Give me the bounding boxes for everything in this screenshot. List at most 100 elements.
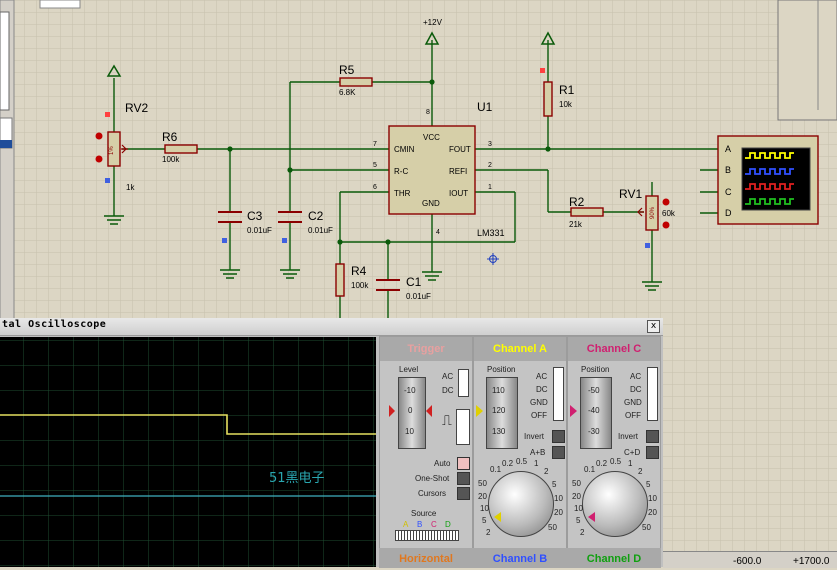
u1-name: U1 — [477, 100, 493, 114]
status-x-coordinate: -600.0 — [733, 556, 762, 567]
channel-c-dial-mark-2: 0.5 — [610, 457, 622, 466]
pin2-number: 2 — [488, 162, 492, 169]
rv2-name: RV2 — [125, 101, 148, 115]
channel-a-dial-mark-3: 1 — [534, 459, 539, 468]
r1-value: 10k — [559, 100, 573, 109]
pin1-number: 1 — [488, 184, 492, 191]
close-button[interactable]: x — [647, 320, 660, 333]
channel-a-combine-button[interactable] — [552, 446, 565, 459]
pin6-number: 6 — [373, 184, 377, 191]
trigger-tick-3: 10 — [405, 427, 414, 436]
r4-value: 100k — [351, 281, 369, 290]
r4-body[interactable] — [335, 263, 345, 297]
status-y-coordinate: +1700.0 — [793, 556, 830, 567]
channel-c-dial-mark-8: 50 — [642, 523, 651, 532]
r1-body[interactable] — [543, 81, 553, 117]
channel-c-volts-dial[interactable] — [582, 471, 648, 537]
channel-a-invert-label: Invert — [524, 432, 545, 441]
r1-name: R1 — [559, 83, 575, 97]
channel-a-position-knob[interactable] — [486, 377, 518, 449]
rv1-body[interactable] — [645, 195, 659, 231]
channel-a-dial-mark-14: 2 — [486, 528, 491, 537]
channel-a-mode-switch[interactable] — [553, 367, 564, 421]
oscilloscope-window: tal Oscilloscope x 51黑电子 Trigger Level -… — [0, 318, 663, 568]
r6-value: 100k — [162, 155, 180, 164]
channel-c-position-arrow-icon — [570, 405, 577, 417]
horizontal-header: Horizontal — [379, 548, 473, 568]
trigger-coupling-switch[interactable] — [458, 369, 469, 397]
channel-c-panel: Channel C Position -50 -40 -30 AC DC GND… — [567, 336, 661, 567]
channel-c-mode-switch[interactable] — [647, 367, 658, 421]
r6-body[interactable] — [164, 144, 198, 154]
rv1-knob-label: 90% — [650, 206, 656, 219]
channel-c-dial-mark-4: 2 — [638, 467, 643, 476]
channel-a-tick-3: 130 — [492, 427, 506, 436]
r2-body[interactable] — [570, 207, 604, 217]
channel-a-invert-button[interactable] — [552, 430, 565, 443]
channel-c-invert-label: Invert — [618, 432, 639, 441]
channel-c-dial-pointer-icon — [588, 512, 595, 522]
channel-a-dial-mark-12: 10 — [480, 504, 489, 513]
channel-a-position-arrow-icon — [476, 405, 483, 417]
scope-input-d: D — [725, 208, 732, 218]
channel-c-dial-mark-14: 2 — [580, 528, 585, 537]
c2-name: C2 — [308, 209, 324, 223]
lm331-chip[interactable] — [388, 125, 476, 215]
channel-a-mode-ac: AC — [536, 372, 548, 381]
channel-c-invert-button[interactable] — [646, 430, 659, 443]
channel-a-dial-mark-1: 0.2 — [502, 459, 514, 468]
channel-a-trace — [0, 414, 376, 435]
pin-gnd-label: GND — [422, 199, 440, 208]
channel-c-position-knob[interactable] — [580, 377, 612, 449]
channel-b-header: Channel B — [473, 548, 567, 568]
channel-c-dial-mark-9: 0.1 — [584, 465, 596, 474]
channel-c-dial-mark-12: 10 — [574, 504, 583, 513]
trigger-level-knob[interactable] — [398, 377, 426, 449]
channel-c-dial-mark-13: 5 — [576, 516, 581, 525]
rv2-body[interactable] — [107, 131, 121, 167]
pin3-number: 3 — [488, 141, 492, 148]
trigger-auto-button[interactable] — [457, 457, 470, 470]
channel-a-volts-dial[interactable] — [488, 471, 554, 537]
trigger-oneshot-button[interactable] — [457, 472, 470, 485]
pin-iout-label: IOUT — [449, 189, 468, 198]
channel-a-dial-mark-9: 0.1 — [490, 465, 502, 474]
channel-a-dial-mark-10: 50 — [478, 479, 487, 488]
rv2-value: 1k — [126, 183, 135, 192]
scope-display[interactable]: 51黑电子 — [0, 337, 376, 567]
c2-value: 0.01uF — [308, 226, 333, 235]
channel-c-tick-3: -30 — [588, 427, 600, 436]
trigger-source-slider[interactable] — [395, 530, 459, 541]
status-bar: -600.0 +1700.0 — [663, 551, 837, 568]
channel-c-dial-mark-5: 5 — [646, 480, 651, 489]
trigger-source-a[interactable]: A — [403, 520, 409, 529]
channel-c-mode-ac: AC — [630, 372, 642, 381]
channel-c-tick-1: -50 — [588, 386, 600, 395]
r4-name: R4 — [351, 264, 367, 278]
r6-name: R6 — [162, 130, 178, 144]
u1-part: LM331 — [477, 228, 505, 238]
channel-a-tick-1: 110 — [492, 386, 505, 395]
trigger-edge-switch[interactable] — [456, 409, 470, 445]
trigger-cursors-button[interactable] — [457, 487, 470, 500]
oscilloscope-title-bar[interactable]: tal Oscilloscope x — [0, 318, 663, 336]
channel-a-dial-mark-4: 2 — [544, 467, 549, 476]
rv1-value: 60k — [662, 209, 676, 218]
trigger-source-d[interactable]: D — [445, 520, 451, 529]
r5-body[interactable] — [339, 77, 373, 87]
trigger-source-c[interactable]: C — [431, 520, 437, 529]
trigger-source-b[interactable]: B — [417, 520, 423, 529]
pin4-number: 4 — [436, 229, 440, 236]
channel-a-mode-off: OFF — [531, 411, 547, 420]
channel-c-dial-mark-11: 20 — [572, 492, 581, 501]
pin-rc-label: R-C — [394, 167, 408, 176]
channel-a-mode-dc: DC — [536, 385, 548, 394]
channel-c-combine-button[interactable] — [646, 446, 659, 459]
channel-a-combine-label: A+B — [530, 448, 546, 457]
channel-c-dial-mark-10: 50 — [572, 479, 581, 488]
channel-a-dial-mark-6: 10 — [554, 494, 563, 503]
r5-name: R5 — [339, 63, 355, 77]
channel-a-dial-pointer-icon — [494, 512, 501, 522]
pin8-number: 8 — [426, 109, 430, 116]
